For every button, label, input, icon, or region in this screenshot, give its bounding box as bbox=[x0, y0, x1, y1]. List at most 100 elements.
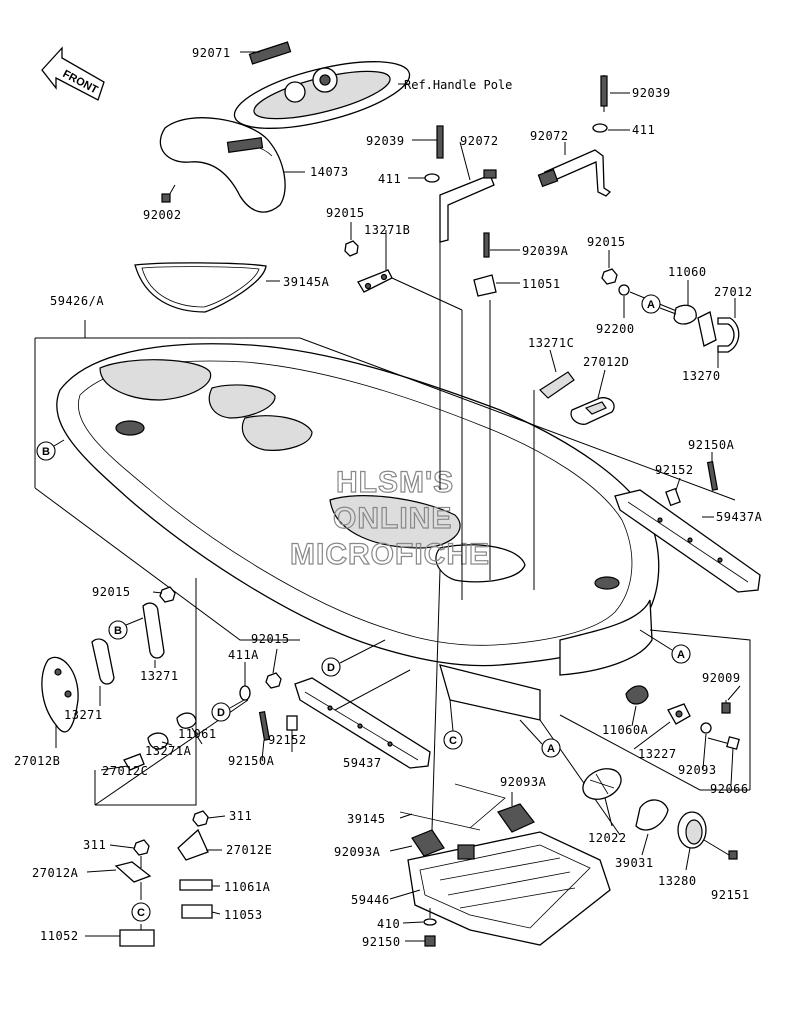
label-13280: 13280 bbox=[658, 874, 697, 888]
bracket-11053 bbox=[181, 904, 213, 919]
nut-311-b bbox=[192, 810, 209, 827]
label-410: 410 bbox=[377, 917, 400, 931]
label-92152-r: 92152 bbox=[655, 463, 694, 477]
label-11061: 11061 bbox=[178, 727, 217, 741]
label-92150A-l: 92150A bbox=[228, 754, 275, 768]
label-59446: 59446 bbox=[351, 893, 390, 907]
bracket-92072-a bbox=[439, 169, 497, 243]
nut-92015-c bbox=[159, 586, 176, 603]
watermark-line-2: ONLINE bbox=[333, 502, 452, 535]
washer-411A bbox=[239, 685, 251, 701]
label-92009: 92009 bbox=[702, 671, 741, 685]
nut-92015-d bbox=[265, 672, 282, 689]
callout-A3: A bbox=[541, 738, 561, 758]
label-27012A: 27012A bbox=[32, 866, 79, 880]
svg-text:D: D bbox=[327, 662, 335, 674]
label-11060A: 11060A bbox=[602, 723, 649, 737]
rail-59437 bbox=[294, 677, 431, 769]
ref-handle-pole: Ref.Handle Pole bbox=[404, 78, 512, 92]
callout-B2: B bbox=[108, 620, 128, 640]
callout-B1: B bbox=[36, 441, 56, 461]
label-92151: 92151 bbox=[711, 888, 750, 902]
label-92150A-r: 92150A bbox=[688, 438, 735, 452]
label-92072-b: 92072 bbox=[530, 129, 569, 143]
bracket-27012B bbox=[41, 656, 79, 733]
svg-text:C: C bbox=[449, 735, 457, 747]
plate-11061A bbox=[179, 879, 213, 891]
pad-92093A-a bbox=[411, 829, 445, 857]
deck-hull bbox=[56, 343, 660, 721]
label-92002: 92002 bbox=[143, 208, 182, 222]
nut-311-a bbox=[133, 839, 150, 856]
label-92150: 92150 bbox=[362, 935, 401, 949]
label-92093: 92093 bbox=[678, 763, 717, 777]
label-13271-a: 13271 bbox=[140, 669, 179, 683]
svg-text:A: A bbox=[547, 743, 555, 755]
grate-12022 bbox=[582, 768, 622, 800]
u-bolt-27012 bbox=[717, 317, 740, 353]
bolt-92150A-l bbox=[258, 710, 271, 741]
nut-411-top bbox=[592, 123, 608, 133]
label-92015-a: 92015 bbox=[326, 206, 365, 220]
plate-13270 bbox=[697, 311, 717, 347]
callout-A2: A bbox=[671, 644, 691, 664]
plate-13271C bbox=[539, 371, 575, 399]
label-411-mid: 411 bbox=[378, 172, 401, 186]
label-27012E: 27012E bbox=[226, 843, 272, 857]
stud-92039A bbox=[483, 232, 490, 258]
strip-39145 bbox=[399, 783, 506, 831]
bolt-92066 bbox=[707, 736, 740, 750]
label-59426A: 59426/A bbox=[50, 294, 104, 308]
screw-92151 bbox=[728, 850, 738, 860]
label-92152-l: 92152 bbox=[268, 733, 307, 747]
callout-D2: D bbox=[211, 702, 231, 722]
callout-C2: C bbox=[131, 902, 151, 922]
label-92015-c: 92015 bbox=[92, 585, 131, 599]
label-92015-d: 92015 bbox=[251, 632, 290, 646]
label-92039-top: 92039 bbox=[632, 86, 671, 100]
label-12022: 12022 bbox=[588, 831, 627, 845]
bolt-92150 bbox=[424, 935, 436, 947]
washer-92093 bbox=[700, 722, 712, 734]
label-92039-mid: 92039 bbox=[366, 134, 405, 148]
part-labels: 92071 Ref.Handle Pole 14073 92002 39145A… bbox=[14, 46, 762, 949]
label-92039A: 92039A bbox=[522, 244, 569, 258]
label-13270: 13270 bbox=[682, 369, 721, 383]
stud-92039-top bbox=[600, 75, 608, 112]
svg-text:C: C bbox=[137, 907, 145, 919]
label-13271B: 13271B bbox=[364, 223, 410, 237]
svg-text:A: A bbox=[647, 299, 655, 311]
label-11053: 11053 bbox=[224, 908, 263, 922]
label-92072-a: 92072 bbox=[460, 134, 499, 148]
label-39145: 39145 bbox=[347, 812, 386, 826]
label-39031: 39031 bbox=[615, 856, 654, 870]
bracket-11052 bbox=[119, 929, 155, 947]
watermark-line-3: MICROFICHE bbox=[290, 538, 490, 571]
screw-92009 bbox=[721, 700, 731, 714]
washer-92200 bbox=[618, 284, 630, 296]
callout-A1: A bbox=[641, 294, 661, 314]
label-92093A-a: 92093A bbox=[334, 845, 381, 859]
label-13271C: 13271C bbox=[528, 336, 574, 350]
stud-92039-mid bbox=[436, 125, 444, 159]
callout-circles: A A A B B C C D D bbox=[36, 294, 691, 922]
label-27012C: 27012C bbox=[102, 764, 148, 778]
bracket-27012A bbox=[114, 861, 152, 883]
handle-pole-cover bbox=[233, 41, 411, 129]
bolt-92150A-r bbox=[706, 460, 719, 491]
nut-411-mid bbox=[424, 173, 440, 183]
label-92015-b: 92015 bbox=[587, 235, 626, 249]
label-411A: 411A bbox=[228, 648, 259, 662]
plate-13271B bbox=[357, 269, 393, 293]
bolt-92152-l bbox=[286, 715, 298, 731]
valve-13227 bbox=[667, 703, 691, 725]
svg-text:D: D bbox=[217, 707, 225, 719]
label-27012B: 27012B bbox=[14, 754, 60, 768]
label-13271-b: 13271 bbox=[64, 708, 103, 722]
label-27012: 27012 bbox=[714, 285, 753, 299]
label-92200: 92200 bbox=[596, 322, 635, 336]
pad-92093A-b bbox=[497, 803, 535, 833]
plate-13271-a bbox=[142, 602, 165, 659]
nut-92015-a bbox=[344, 240, 359, 257]
plate-13271-b bbox=[91, 638, 115, 685]
